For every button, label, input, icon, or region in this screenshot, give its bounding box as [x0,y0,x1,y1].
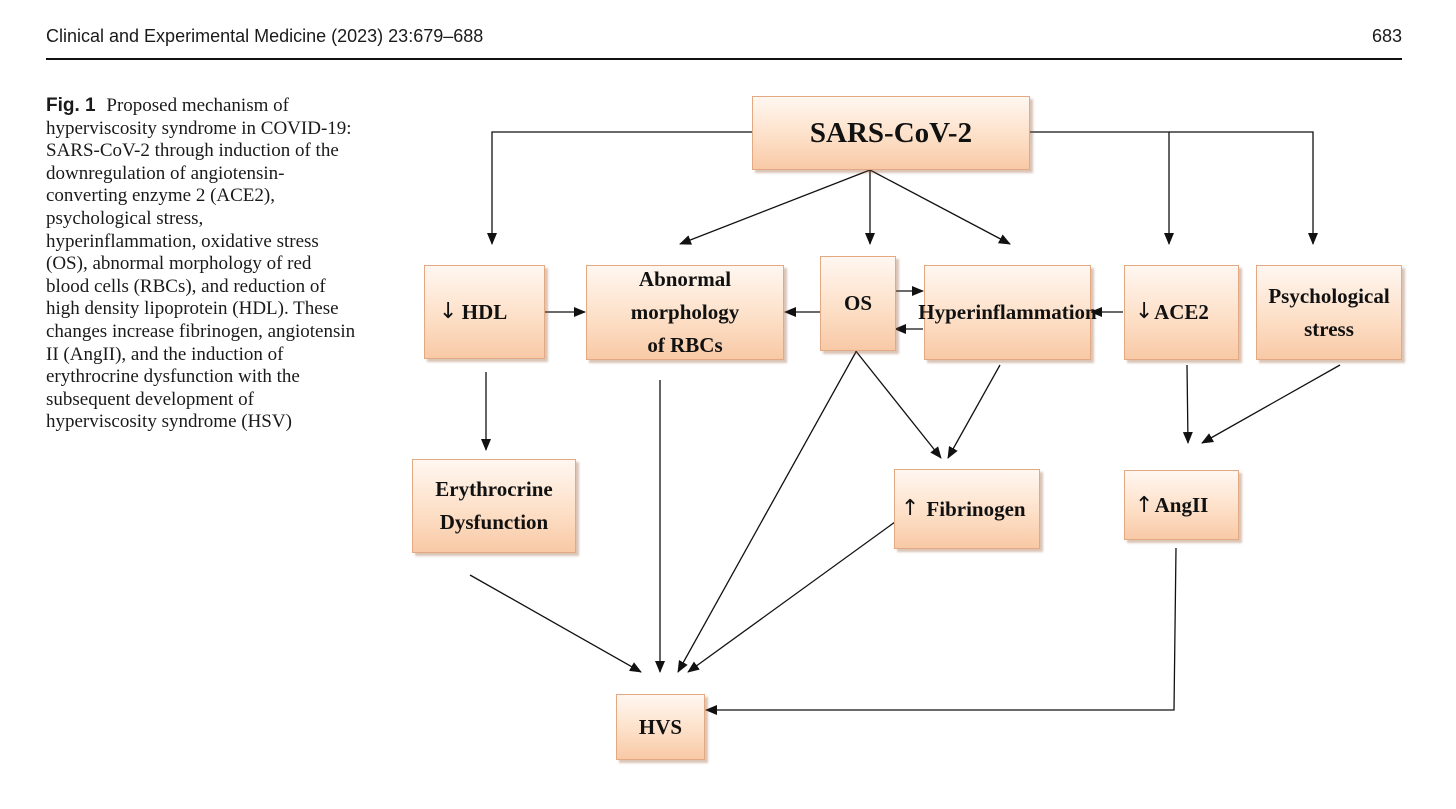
decrease-arrow-icon: ↓ [439,299,458,324]
node-hyperinflammation: Hyperinflammation [918,265,1097,360]
edge-psych-angii [1201,364,1341,444]
page-number: 683 [1371,26,1402,46]
node-sars-cov-2: SARS-CoV-2 [752,96,1030,170]
increase-arrow-icon: ↑ [1135,493,1154,518]
node-os: OS [820,256,896,351]
node-fibrinogen: ↑ Fibrinogen [894,469,1040,549]
page-header: Clinical and Experimental Medicine (2023… [46,24,1402,60]
edge-hyper-fib [947,364,1001,459]
caption-text: Proposed mechanism of hyperviscosity syn… [46,95,356,433]
increase-arrow-icon: ↑ [901,496,920,521]
edge-angii-hvs [705,547,1177,715]
edge-sars-hyper [869,169,1011,245]
rbc-label-line1: Abnormal morphology [630,267,740,324]
figure-label: Fig. 1 [46,95,96,116]
node-erythrocrine-dysfunction: Erythrocrine Dysfunction [412,459,576,553]
edge-sars-psych [1169,131,1318,245]
node-psychological-stress: Psychological stress [1256,265,1402,360]
decrease-arrow-icon: ↓ [1135,299,1154,324]
node-ace2: ↓ ACE2 [1124,265,1239,360]
psych-label-line2: stress [1304,316,1354,341]
rbc-label-line2: of RBCs [647,333,723,357]
edge-sars-rbc [679,169,871,245]
edge-os-fib [854,349,942,459]
edge-fib-hvs [687,521,896,673]
edge-ery-hvs [469,574,642,673]
psych-label-line1: Psychological [1268,283,1390,308]
edge-sars-hdl [487,131,752,245]
ery-label-line1: Erythrocrine [435,477,553,501]
node-angii: ↑ AngII [1124,470,1239,540]
node-abnormal-rbc-morphology: Abnormal morphology of RBCs [586,265,784,360]
edge-ace2-angii [1182,364,1193,444]
figure-caption: Fig. 1 Proposed mechanism of hyperviscos… [46,95,358,434]
ery-label-line2: Dysfunction [439,510,549,534]
edge-os-hvs [677,349,858,673]
node-hdl: ↓ HDL [424,265,545,359]
node-hvs: HVS [616,694,705,760]
journal-citation: Clinical and Experimental Medicine (2023… [46,26,484,46]
edge-sars-ace2 [1030,131,1174,245]
